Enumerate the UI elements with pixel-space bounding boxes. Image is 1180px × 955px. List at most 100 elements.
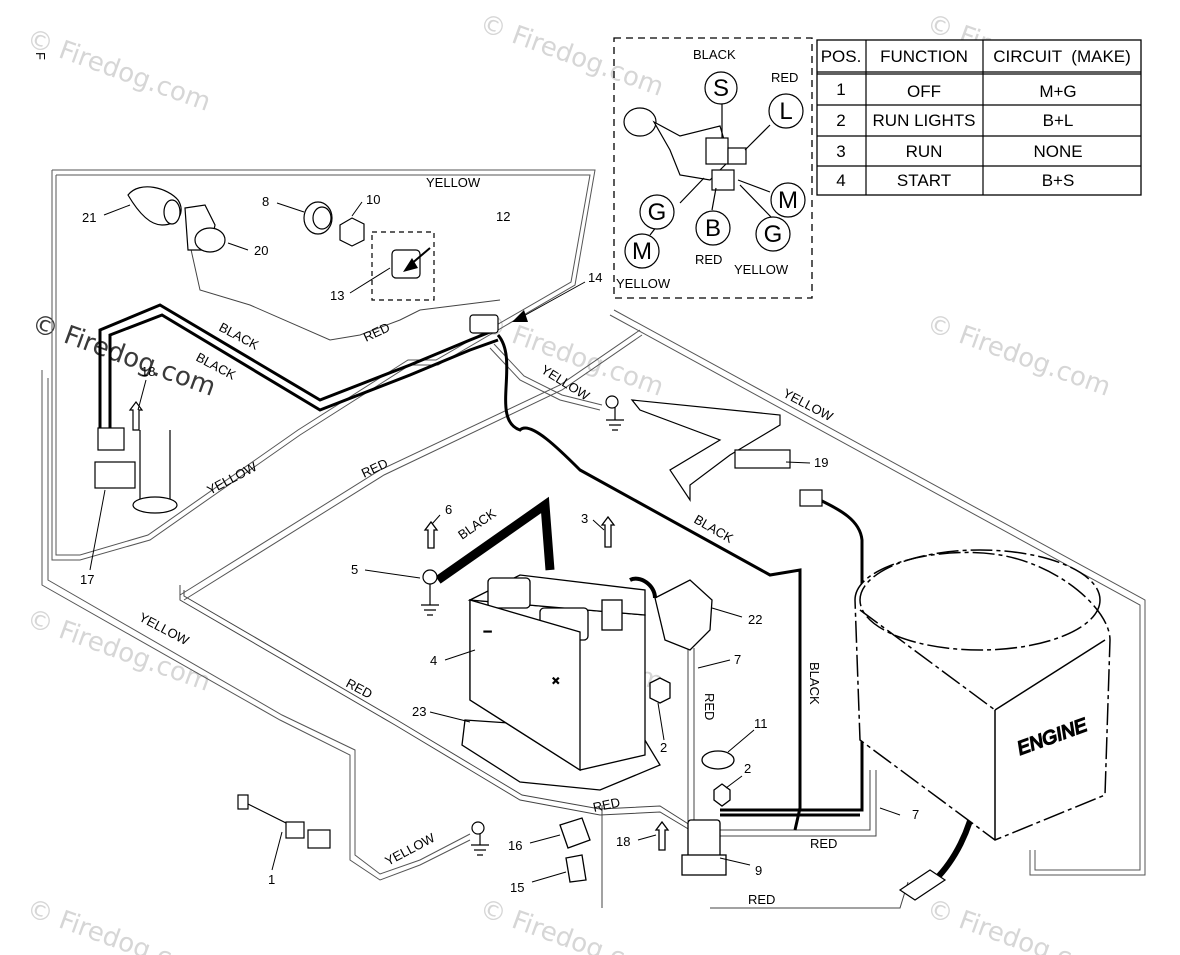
wire-label-black-5: BLACK — [807, 662, 822, 705]
leader-lines — [89, 201, 901, 883]
terminal-m-circle — [770, 182, 806, 218]
wire-label-red-3: RED — [702, 693, 717, 720]
bolt-6-icon — [423, 520, 439, 549]
wire-label-yellow-5: YELLOW — [137, 609, 193, 648]
connector-17-icon — [97, 427, 125, 451]
engine: ENGINE — [854, 549, 1111, 841]
part-number-2b: 2 — [744, 761, 751, 776]
arrow-14-head — [512, 310, 528, 322]
part-number-3: 3 — [581, 511, 588, 526]
terminal-s: S — [713, 75, 729, 102]
corner-mark: F — [33, 52, 48, 60]
battery-negative-cable — [435, 496, 555, 584]
terminal-m: M — [778, 187, 798, 214]
part-number-15: 15 — [510, 880, 524, 895]
table-cell: M+G — [1039, 82, 1076, 101]
part-number-6: 6 — [445, 502, 452, 517]
terminal-b: B — [705, 215, 721, 242]
terminal-g-circle — [639, 194, 675, 230]
part-number-7b: 7 — [912, 807, 919, 822]
ground-icon-3 — [471, 830, 489, 856]
watermark-10: © Firedog.com — [476, 893, 668, 955]
harness-1 — [237, 794, 947, 901]
table-header-function: FUNCTION — [880, 47, 968, 66]
table-cell: RUN LIGHTS — [873, 111, 976, 130]
part-number-5: 5 — [351, 562, 358, 577]
bracket-19 — [630, 399, 823, 507]
table-cell: 4 — [836, 171, 845, 190]
wire-label-yellow-3: YELLOW — [781, 385, 837, 424]
terminal-g2-circle — [755, 216, 791, 252]
table-cell: B+S — [1042, 171, 1075, 190]
ground-icon-2 — [606, 405, 624, 431]
watermark-4: © Firedog.com — [923, 308, 1115, 402]
boot-22-icon — [654, 579, 713, 651]
part-number-22: 22 — [748, 612, 762, 627]
terminal-l-circle — [768, 93, 804, 129]
part-number-1: 1 — [268, 872, 275, 887]
wire-label-black-4: BLACK — [692, 512, 737, 546]
terminal-l: L — [779, 98, 792, 125]
terminal-b-circle — [695, 210, 731, 246]
yellow-harness — [41, 169, 1146, 881]
terminal-icon — [601, 599, 623, 631]
table-cell: 2 — [836, 111, 845, 130]
bolt-18-icon — [128, 401, 144, 431]
battery-plus: × — [552, 673, 560, 688]
table-cell: OFF — [907, 82, 941, 101]
connector-14-icon — [469, 314, 499, 334]
watermark-1: © Firedog.com — [23, 23, 215, 117]
red-harness — [179, 244, 909, 909]
nut-icon — [339, 217, 365, 247]
part-number-9: 9 — [755, 863, 762, 878]
wire-label-black-1: BLACK — [217, 319, 262, 352]
watermark-2: © Firedog.com — [476, 8, 668, 102]
part-number-18b: 18 — [616, 834, 630, 849]
part-number-12: 12 — [496, 209, 510, 224]
watermark-6: © Firedog.com — [23, 603, 215, 697]
switch-hardware — [303, 201, 435, 301]
part-number-11: 11 — [754, 716, 768, 731]
part-number-19: 19 — [814, 455, 828, 470]
inset-label-red-2: RED — [695, 252, 722, 267]
table-cell: 1 — [836, 80, 845, 99]
part-number-7a: 7 — [734, 652, 741, 667]
wire-label-red-5: RED — [592, 795, 622, 815]
wire-label-red-2: RED — [359, 456, 390, 481]
key-icon — [623, 107, 657, 137]
table-header-circuit: CIRCUIT (MAKE) — [993, 47, 1131, 66]
ground-symbols — [421, 395, 624, 856]
watermark-11: © Firedog.com — [923, 893, 1115, 955]
ignition-switch-inset: S L G B M G M BLACK RED RED YELLOW YELLO… — [613, 37, 813, 299]
part-16-icon — [559, 817, 591, 849]
part-number-2a: 2 — [660, 740, 667, 755]
connectors — [94, 314, 499, 514]
inset-frame — [613, 37, 813, 299]
table-cell: B+L — [1043, 111, 1074, 130]
solenoid-area — [559, 576, 735, 883]
part-11-icon — [701, 750, 735, 770]
terminal-g2: G — [764, 221, 783, 248]
wire-label-red-1: RED — [361, 320, 392, 345]
terminal-g: G — [648, 199, 667, 226]
battery: – × — [423, 515, 671, 791]
part-number-21: 21 — [82, 210, 96, 225]
terminal-m2-circle — [624, 233, 660, 269]
nut-2-icon — [649, 677, 671, 704]
connector-19-icon — [734, 449, 791, 469]
bolt-18b-icon — [654, 820, 670, 851]
wire-label-red-7: RED — [748, 892, 775, 907]
black-wires — [98, 303, 864, 831]
part-number-13: 13 — [330, 288, 344, 303]
wire-label-yellow-top: YELLOW — [426, 175, 481, 190]
terminal-m2: M — [632, 238, 652, 265]
part-number-14: 14 — [588, 270, 602, 285]
arrow-12-head — [403, 258, 418, 272]
part-number-8: 8 — [262, 194, 269, 209]
inset-label-yellow: YELLOW — [734, 262, 789, 277]
part-number-16: 16 — [508, 838, 522, 853]
table-cell: RUN — [906, 142, 943, 161]
wire-label-yellow-6: YELLOW — [382, 830, 438, 869]
